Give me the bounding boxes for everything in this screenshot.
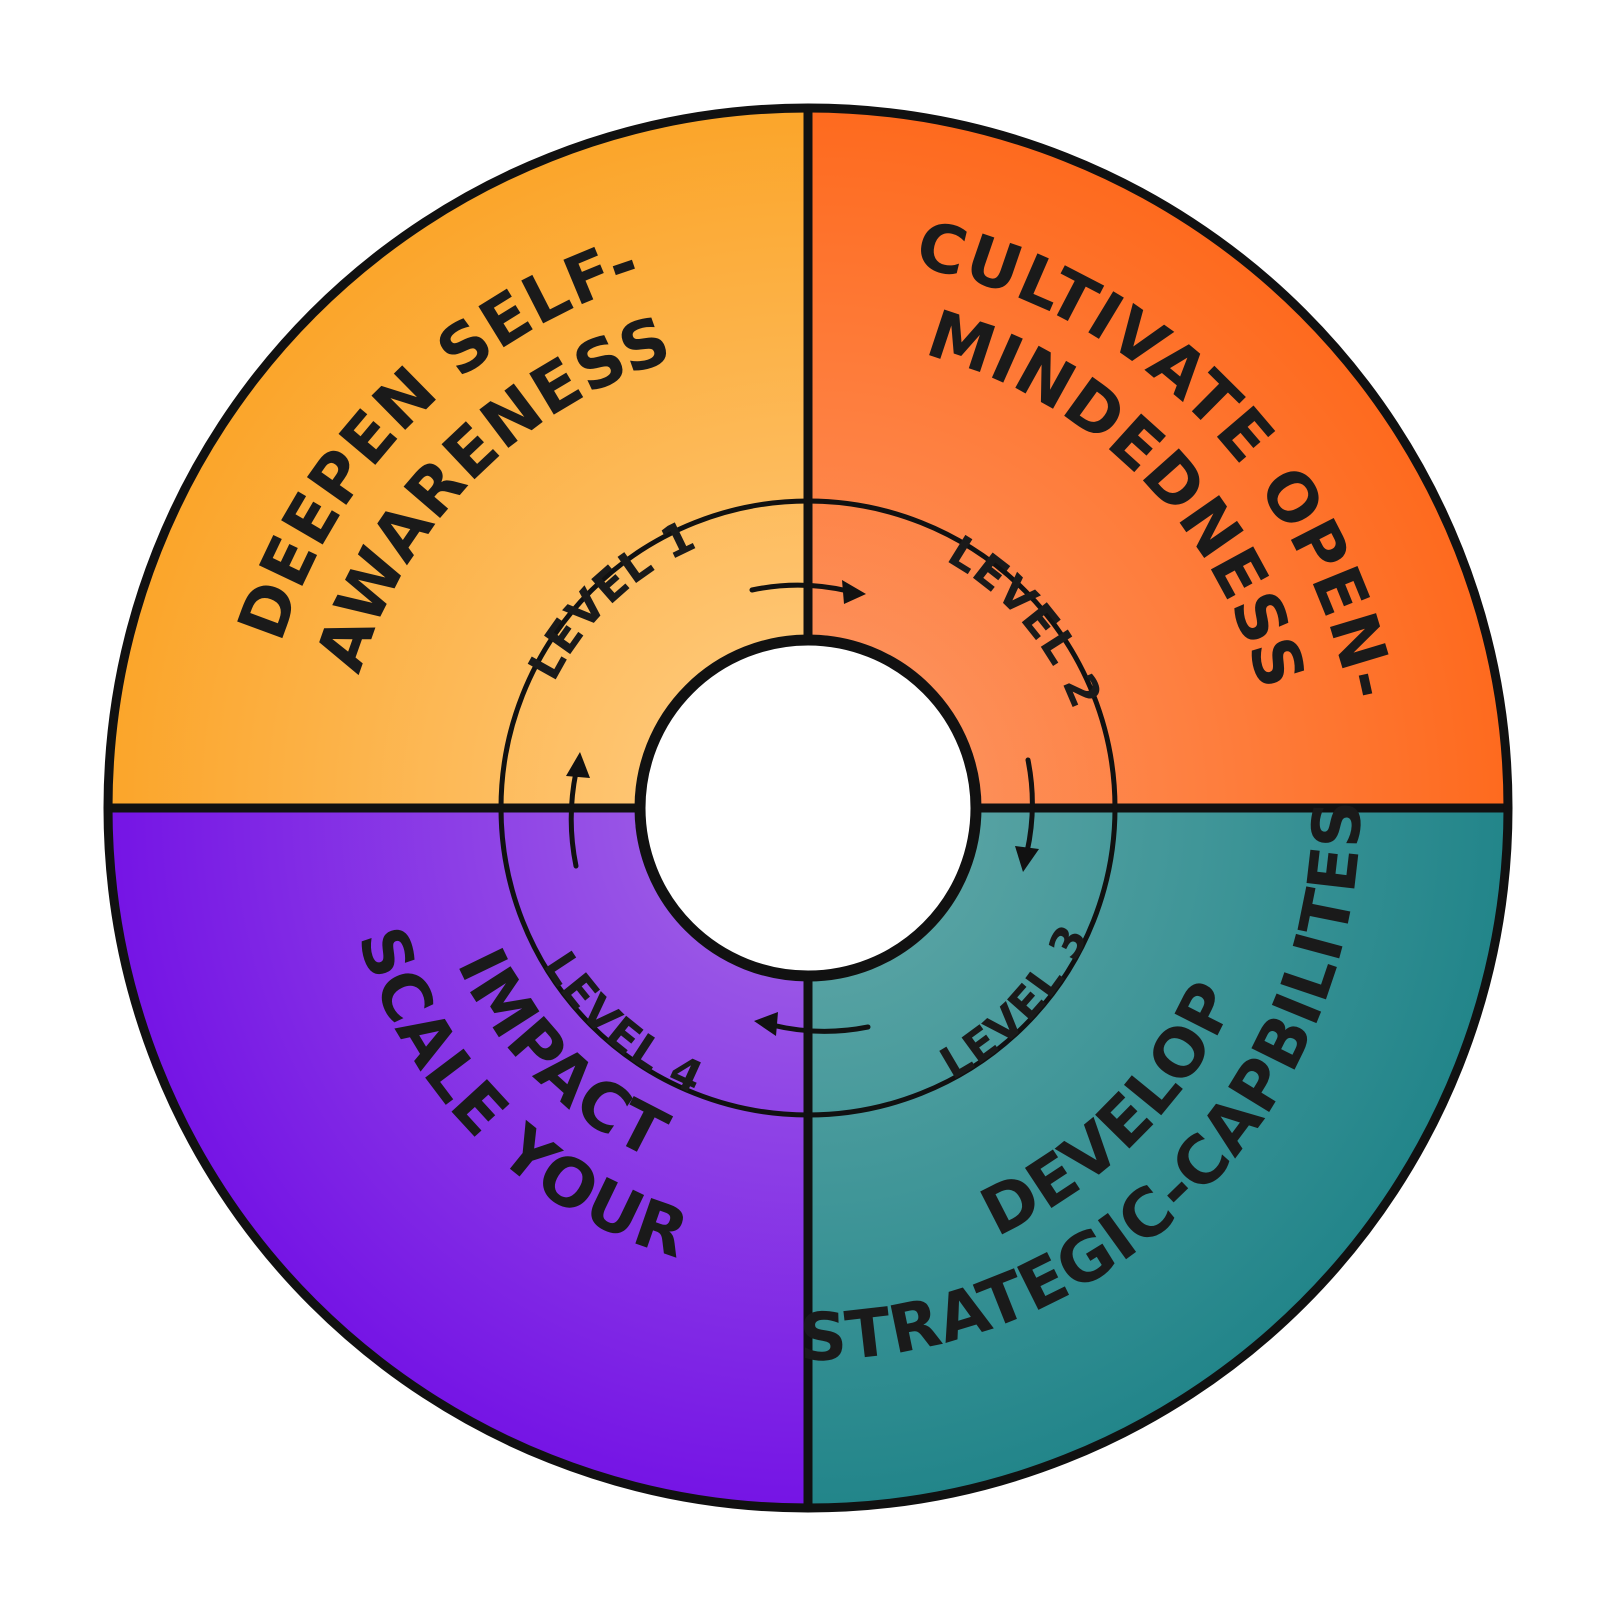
arrow-level1-to-level2	[749, 580, 866, 604]
outer-ring	[103, 103, 1513, 1513]
quadrant-top-right	[808, 108, 1508, 808]
arrow-level3-to-level4	[754, 1012, 871, 1036]
arrow-level4-to-level1	[566, 752, 590, 869]
quadrant-bottom-right	[808, 808, 1508, 1508]
quadrant-top-left	[108, 108, 808, 808]
arrow-level2-to-level3	[1015, 757, 1039, 872]
quadrant-bottom-left	[108, 808, 808, 1508]
level-ring	[498, 498, 1118, 1118]
center-hub	[634, 634, 982, 982]
